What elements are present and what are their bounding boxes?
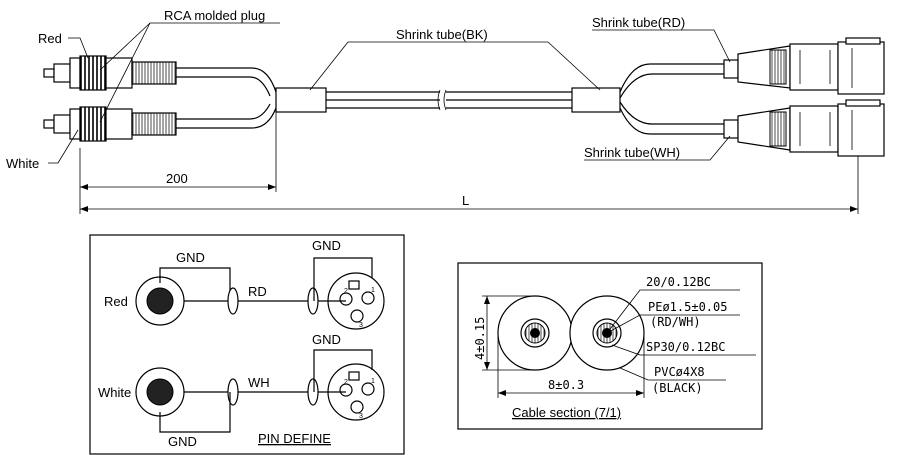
dim-L: L xyxy=(462,193,469,208)
xlr-red-pin-1: 1 xyxy=(371,287,375,294)
dim-height: 4±0.15 xyxy=(473,317,487,360)
gnd-red-xlr: GND xyxy=(312,238,341,253)
right-cable-branches xyxy=(619,59,739,139)
rca-plug-white xyxy=(43,106,177,142)
cable-cross-section xyxy=(497,295,645,371)
label-jacket-sub: (BLACK) xyxy=(652,381,703,395)
label-shrink-tube-wh: Shrink tube(WH) xyxy=(584,145,680,160)
leader-lines xyxy=(48,22,731,164)
dim-200: 200 xyxy=(166,171,188,186)
cable-dimensions xyxy=(482,295,645,398)
shrink-tube-wh xyxy=(723,119,739,139)
xlr-red-pin-2: 2 xyxy=(344,288,348,295)
label-shrink-tube-rd: Shrink tube(RD) xyxy=(592,15,685,30)
label-white: White xyxy=(6,156,39,171)
dimension-lines xyxy=(79,112,859,214)
pin-label-red: Red xyxy=(104,294,128,309)
cable-section-title: Cable section (7/1) xyxy=(512,405,621,420)
pin-label-wh: WH xyxy=(248,375,270,390)
xlr-connector-red xyxy=(737,37,885,95)
xlr-white-pin-3: 3 xyxy=(359,413,363,420)
label-shrink-tube-bk: Shrink tube(BK) xyxy=(396,27,488,42)
cable-section-box xyxy=(457,262,763,430)
pin-label-rd: RD xyxy=(248,284,267,299)
left-cable-branches xyxy=(176,67,277,129)
cable-leaders xyxy=(606,289,756,381)
label-conductor: 20/0.12BC xyxy=(646,275,711,289)
pin-define-box xyxy=(89,234,405,455)
gnd-white-rca: GND xyxy=(168,434,197,449)
label-pe: PEø1.5±0.05 xyxy=(648,300,727,314)
main-cable xyxy=(275,87,621,113)
shrink-tube-bk-right xyxy=(571,87,621,113)
label-jacket: PVCø4X8 xyxy=(654,365,705,379)
pin-label-white: White xyxy=(98,385,131,400)
pin-rca-white xyxy=(135,367,185,417)
label-red: Red xyxy=(38,31,62,46)
dim-width: 8±0.3 xyxy=(548,378,584,392)
xlr-white-pin-2: 2 xyxy=(344,379,348,386)
label-pe-sub: (RD/WH) xyxy=(650,315,701,329)
shrink-tube-bk-left xyxy=(275,87,327,113)
xlr-red-pin-3: 3 xyxy=(359,322,363,329)
xlr-connector-white xyxy=(737,99,885,157)
gnd-white-xlr: GND xyxy=(312,332,341,347)
label-shield: SP30/0.12BC xyxy=(646,340,725,354)
xlr-white-pin-1: 1 xyxy=(371,378,375,385)
gnd-red-rca: GND xyxy=(176,250,205,265)
pin-define-title: PIN DEFINE xyxy=(258,431,331,446)
pin-xlr-red xyxy=(327,272,385,330)
label-rca-molded-plug: RCA molded plug xyxy=(164,8,265,23)
rca-plug-red xyxy=(43,55,177,91)
pin-wiring xyxy=(159,257,373,433)
shrink-tube-rd xyxy=(723,59,739,79)
pin-rca-red xyxy=(135,276,185,326)
